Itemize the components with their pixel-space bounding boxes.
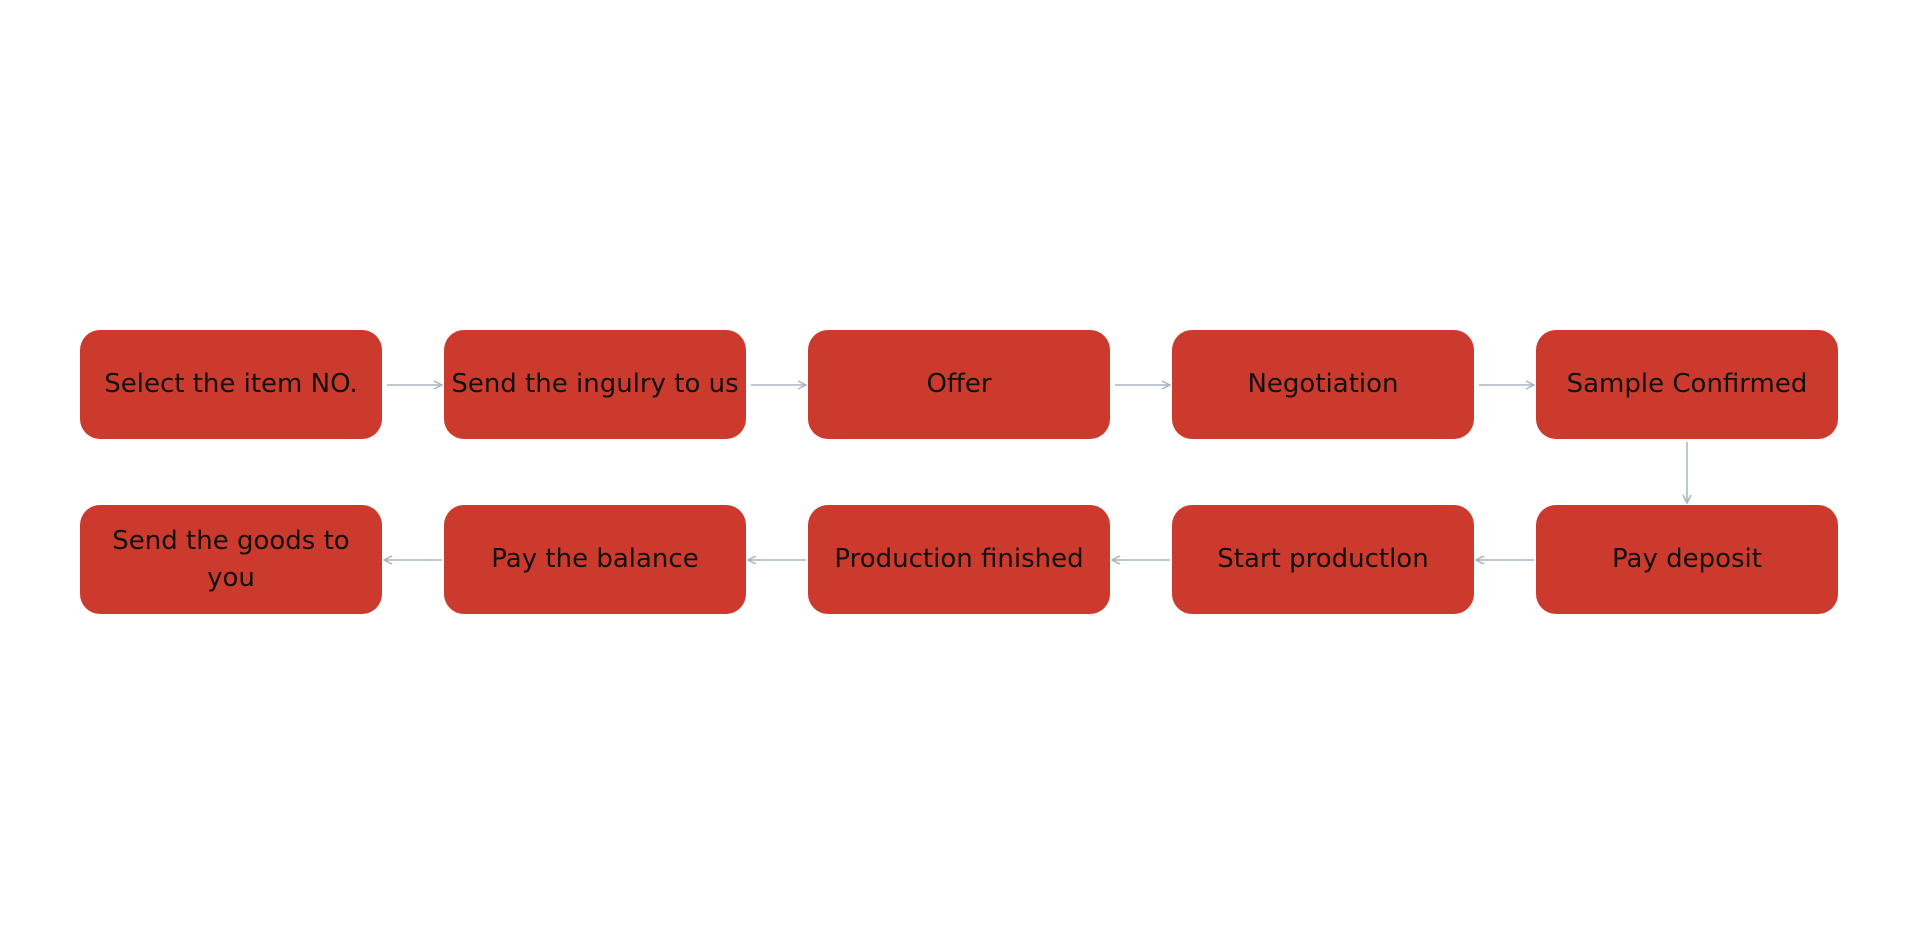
step-offer: Offer (808, 330, 1110, 439)
step-send-inquiry: Send the ingulry to us (444, 330, 746, 439)
step-sample-confirmed: Sample Confirmed (1536, 330, 1838, 439)
step-label: Production finished (834, 544, 1084, 575)
step-label: Pay the balance (491, 544, 699, 575)
step-select-item: Select the item NO. (80, 330, 382, 439)
step-pay-deposit: Pay deposit (1536, 505, 1838, 614)
step-label: Select the item NO. (104, 369, 358, 400)
step-start-production: Start productlon (1172, 505, 1474, 614)
step-production-finished: Production finished (808, 505, 1110, 614)
step-label: Send the goods to you (112, 526, 350, 593)
step-pay-balance: Pay the balance (444, 505, 746, 614)
step-send-goods: Send the goods to you (80, 505, 382, 614)
step-label: Negotiation (1247, 369, 1399, 400)
step-negotiation: Negotiation (1172, 330, 1474, 439)
step-label: Start productlon (1217, 544, 1429, 575)
step-label: Send the ingulry to us (451, 369, 739, 400)
step-label: Offer (926, 369, 992, 400)
step-label: Pay deposit (1612, 544, 1762, 575)
step-label: Sample Confirmed (1566, 369, 1808, 400)
